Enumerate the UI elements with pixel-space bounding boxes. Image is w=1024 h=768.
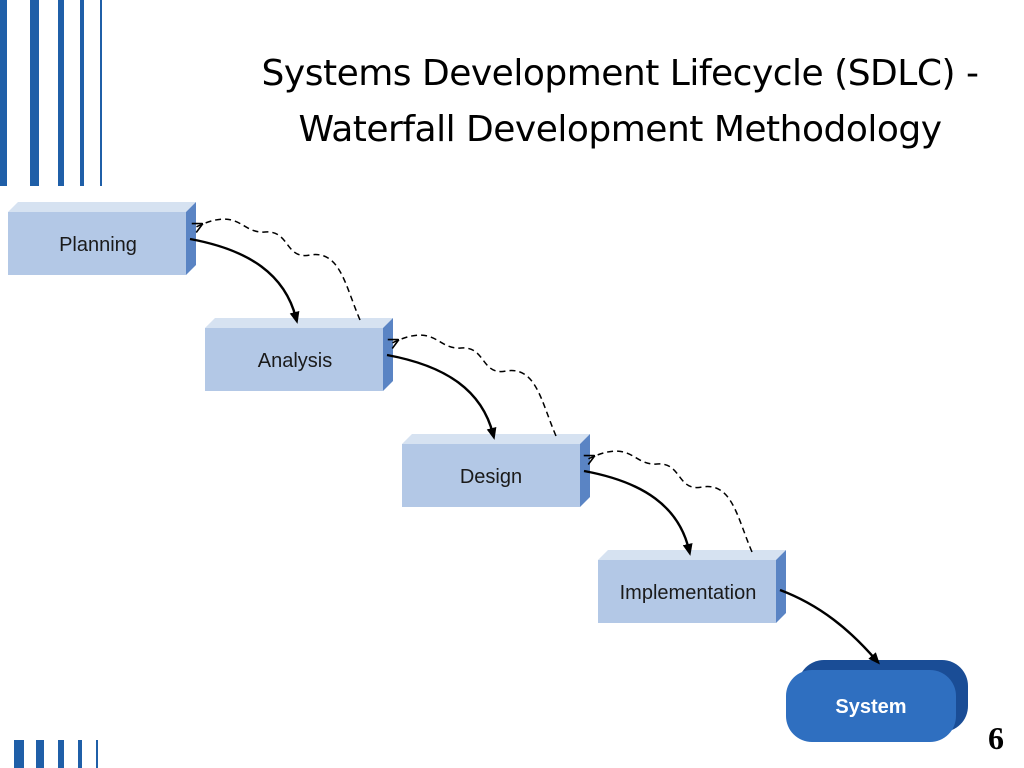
page-title: Systems Development Lifecycle (SDLC) - W… (180, 46, 1024, 158)
decor-stripe (78, 740, 82, 768)
decor-stripe (14, 740, 24, 768)
decor-stripe (80, 0, 84, 186)
title-line-2: Waterfall Development Methodology (298, 109, 942, 150)
stage-analysis-label: Analysis (258, 350, 332, 372)
feedback-analysis-to-planning (194, 218, 361, 321)
arrow-analysis-to-design (386, 353, 497, 440)
decor-stripe (36, 740, 44, 768)
page-number: 6 (988, 720, 1004, 756)
final-system-label: System (835, 696, 906, 718)
stage-implementation-label: Implementation (620, 582, 757, 604)
stage-design: Design (402, 434, 590, 507)
feedback-implementation-to-design (586, 450, 753, 553)
feedback-design-to-analysis (390, 334, 557, 437)
stage-design-label: Design (460, 466, 522, 488)
stage-implementation: Implementation (598, 550, 786, 623)
arrow-implementation-to-system (779, 588, 880, 665)
decor-stripe (96, 740, 98, 768)
decor-stripe (58, 740, 64, 768)
stage-planning: Planning (8, 202, 196, 275)
title-line-1: Systems Development Lifecycle (SDLC) - (261, 53, 979, 94)
arrow-design-to-implementation (583, 469, 693, 556)
stage-analysis: Analysis (205, 318, 393, 391)
decor-stripe (30, 0, 39, 186)
decor-stripe (100, 0, 102, 186)
final-system: System (786, 660, 968, 742)
decor-stripe (0, 0, 7, 186)
stage-planning-label: Planning (59, 234, 137, 256)
decor-stripe (58, 0, 64, 186)
arrow-planning-to-analysis (189, 237, 300, 324)
